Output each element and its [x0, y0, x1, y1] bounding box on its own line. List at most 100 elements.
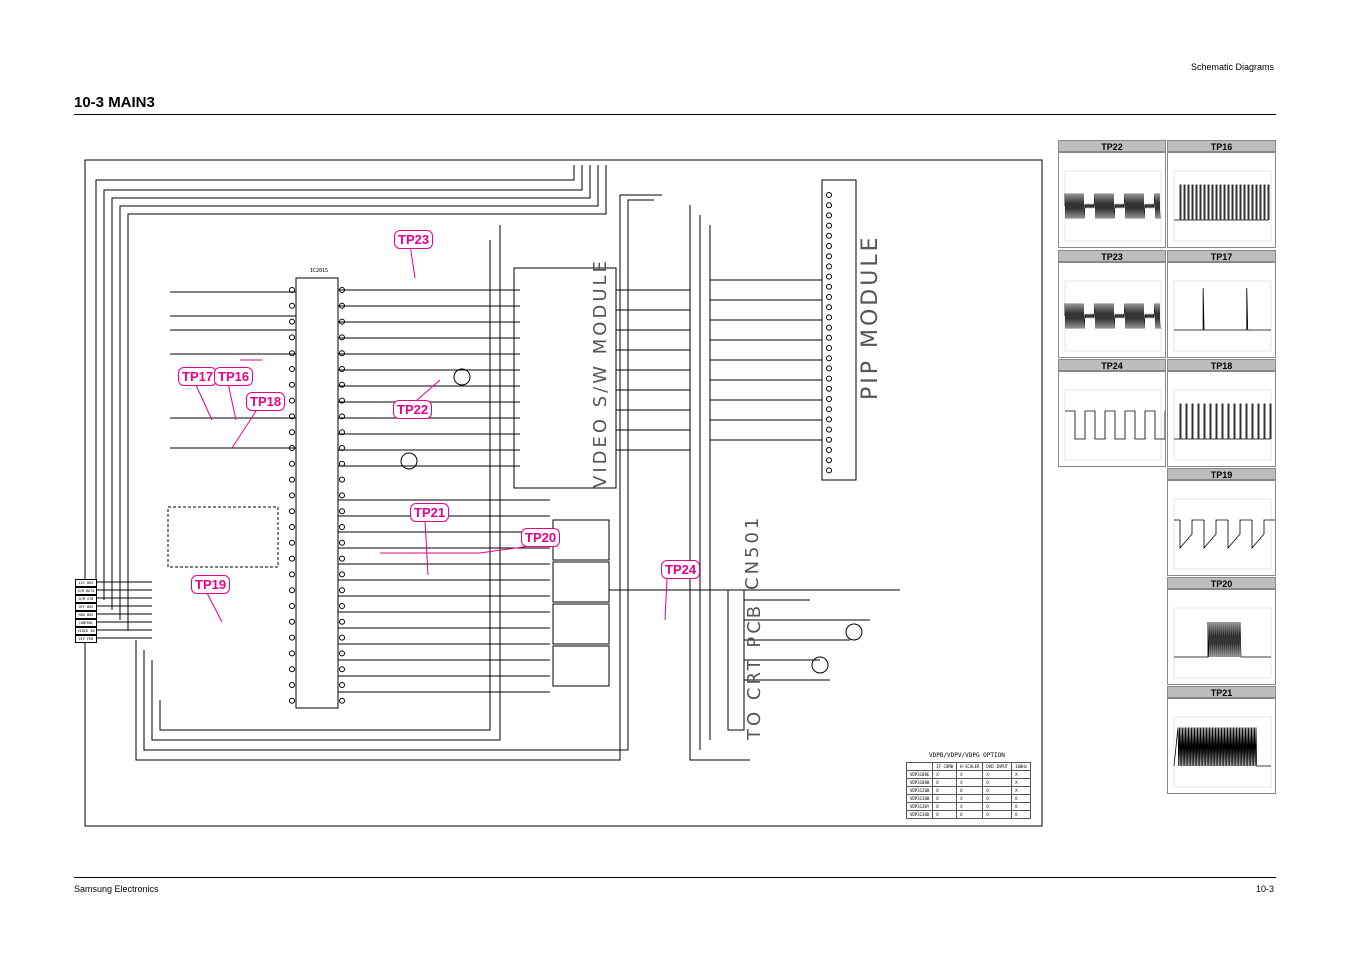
pin [289, 587, 295, 594]
pin [826, 334, 832, 341]
pin [339, 445, 345, 451]
title-rule [74, 114, 1276, 115]
pin [339, 587, 345, 594]
pin [339, 460, 345, 467]
waveform-plot [1058, 371, 1166, 467]
waveform-plot [1058, 262, 1166, 358]
pin [289, 539, 295, 546]
pin [826, 283, 832, 290]
pin [826, 253, 832, 260]
pin [339, 492, 345, 499]
waveform-plot [1167, 698, 1276, 794]
pin [339, 524, 345, 530]
pin [826, 232, 832, 239]
pin [826, 304, 832, 311]
tp21-callout: TP21 [410, 503, 450, 522]
pin [289, 287, 295, 293]
tp17-callout: TP17 [178, 367, 218, 386]
pin [339, 571, 345, 578]
pin [289, 650, 295, 657]
waveform-plot [1167, 152, 1276, 248]
pin [826, 416, 832, 423]
waveform-label: TP17 [1167, 250, 1276, 262]
pin [289, 508, 295, 515]
page-title: 10-3 MAIN3 [74, 94, 155, 111]
pin [289, 413, 295, 420]
pin [826, 212, 832, 219]
pin [339, 318, 345, 325]
bus-label: CONTROL [75, 619, 97, 627]
waveform-label: TP20 [1167, 577, 1276, 589]
pin [826, 273, 832, 280]
pin [826, 365, 832, 372]
waveform-plot [1167, 480, 1294, 576]
pin [339, 429, 345, 436]
pin [289, 366, 295, 372]
pin [289, 618, 295, 625]
pin [339, 555, 345, 562]
bus-label: I2C BUS [75, 579, 97, 587]
section-header: Schematic Diagrams [1190, 62, 1274, 72]
pin [826, 396, 832, 402]
pin [826, 467, 832, 474]
pin [826, 192, 832, 198]
pin [289, 397, 295, 404]
waveform-label: TP19 [1167, 468, 1276, 480]
pin [339, 682, 345, 688]
footer-company: Samsung Electronics [74, 884, 159, 894]
pin [826, 355, 832, 362]
waveform-label: TP24 [1058, 359, 1166, 371]
pin [339, 302, 345, 309]
page-number: 10-3 [1255, 884, 1274, 894]
video-sw-module-label: VIDEO S/W MODULE [590, 258, 611, 488]
pin [289, 334, 295, 341]
pin [289, 381, 295, 388]
tp22-callout: TP22 [393, 400, 433, 419]
pin [289, 460, 295, 467]
pin [826, 243, 832, 249]
waveform-label: TP22 [1058, 140, 1166, 152]
crt-pcb-label: TO CRT PCB [744, 602, 765, 740]
cn501-label: CN501 [742, 514, 763, 590]
pin [339, 697, 345, 704]
pin [289, 697, 295, 704]
tp20-callout: TP20 [521, 528, 561, 547]
pin [826, 314, 832, 321]
pin [289, 571, 295, 578]
pin [826, 457, 832, 464]
pin [289, 634, 295, 641]
bus-label: D/M STB [75, 595, 97, 603]
waveform-plot [1058, 152, 1166, 248]
pin [289, 476, 295, 483]
tp18-callout: TP18 [246, 392, 286, 411]
pin [339, 334, 345, 341]
pin [339, 350, 345, 357]
pip-module-label: PIP MODULE [858, 234, 883, 400]
waveform-label: TP23 [1058, 250, 1166, 262]
pin [339, 634, 345, 641]
footer-rule [74, 877, 1276, 878]
tp19-callout: TP19 [191, 575, 231, 594]
pin [339, 508, 345, 515]
bus-label: D/M DATA [75, 587, 97, 595]
pin [339, 397, 345, 404]
pin [339, 666, 345, 673]
pin [826, 447, 832, 453]
pin [289, 682, 295, 688]
tp16-callout: TP16 [214, 367, 254, 386]
pin [289, 318, 295, 325]
bus-label: VIDEO IN [75, 627, 97, 635]
pin [826, 222, 832, 229]
pin [339, 476, 345, 483]
option-table-title: VDPB/VDPV/VDPG OPTION [929, 752, 1005, 759]
pin [339, 603, 345, 609]
pin [339, 618, 345, 625]
pin [289, 350, 295, 357]
pin [339, 287, 345, 293]
pin [826, 263, 832, 270]
waveform-plot [1167, 371, 1276, 467]
waveform-label: TP21 [1167, 686, 1276, 698]
pin [289, 555, 295, 562]
